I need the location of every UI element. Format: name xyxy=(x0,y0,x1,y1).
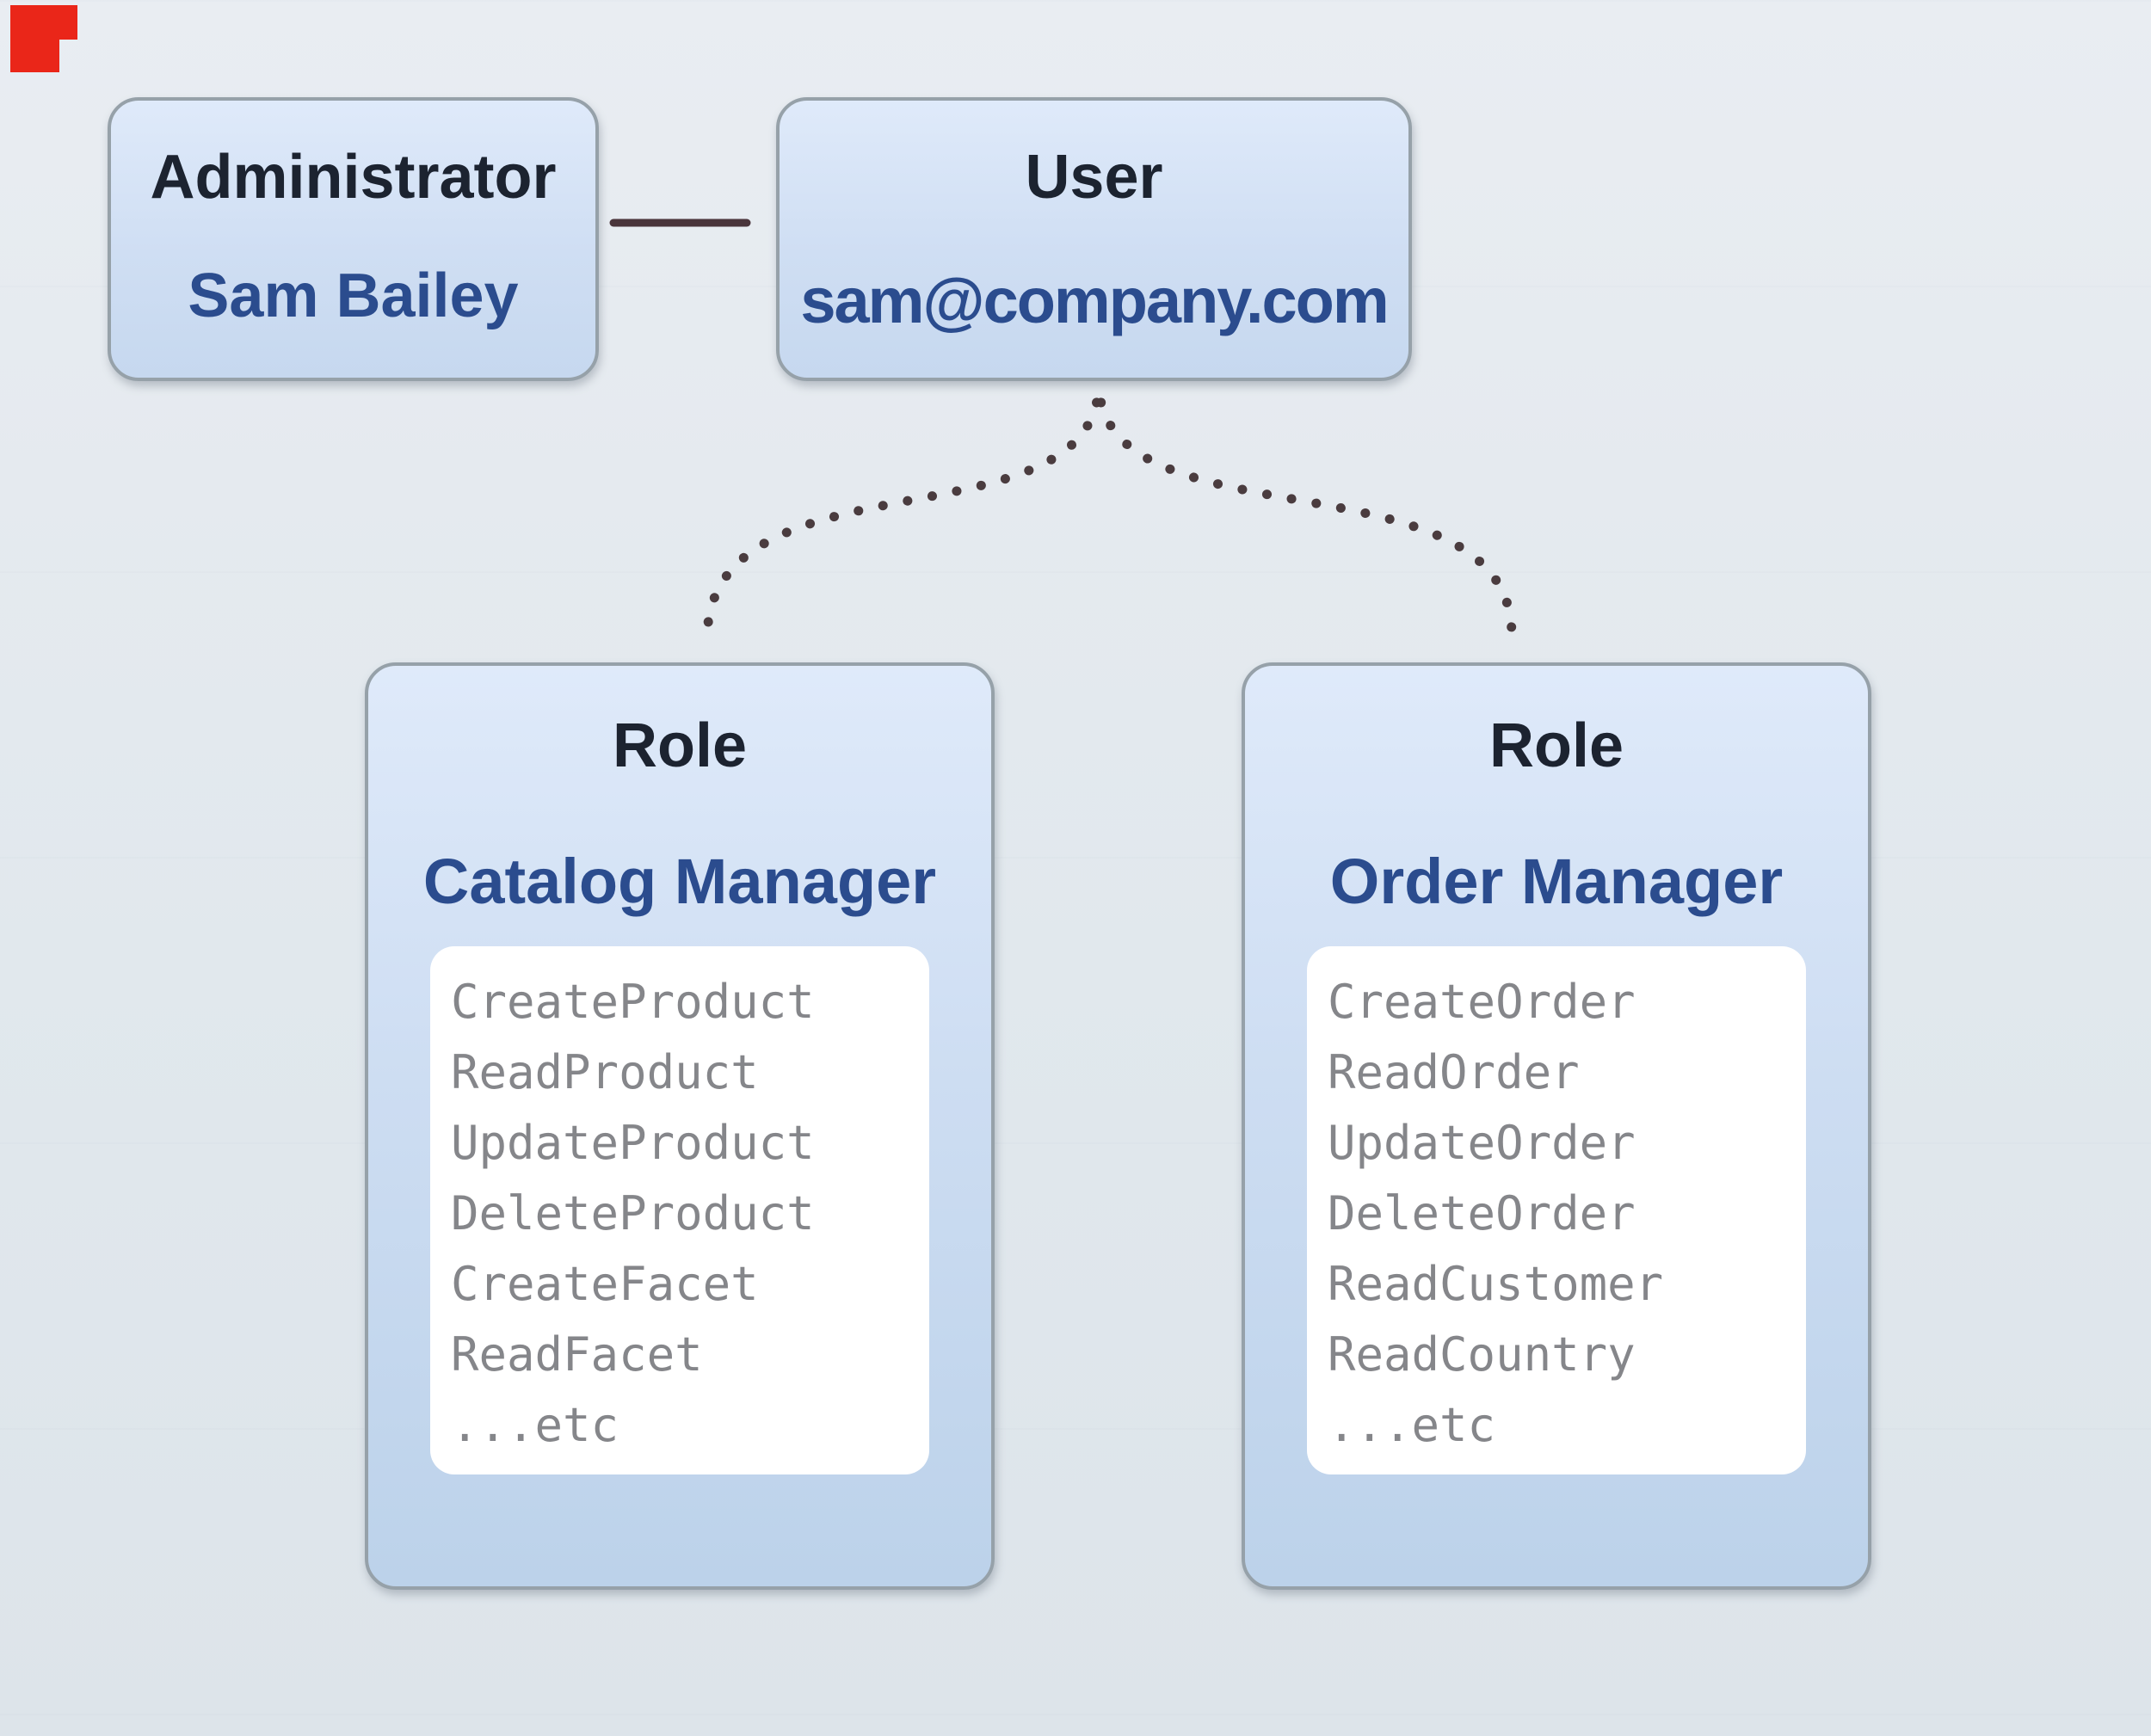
permission-item: ReadOrder xyxy=(1328,1045,1580,1099)
permission-item: CreateProduct xyxy=(451,975,815,1029)
permission-item: ...etc xyxy=(451,1398,619,1452)
role-card-title: Role xyxy=(1488,711,1624,780)
user-to-order-role-dotted-connector xyxy=(1094,377,1517,639)
user-to-catalog-role-dotted-connector xyxy=(702,377,1104,639)
permission-item: ReadCountry xyxy=(1328,1327,1636,1382)
administrator-name: Sam Bailey xyxy=(188,262,519,330)
role-name: Catalog Manager xyxy=(422,846,937,917)
user-email: sam@company.com xyxy=(800,265,1389,336)
role-card-title: Role xyxy=(612,711,748,780)
permission-item: DeleteOrder xyxy=(1328,1186,1636,1240)
permission-item: UpdateOrder xyxy=(1328,1116,1636,1170)
permission-item: CreateFacet xyxy=(451,1257,759,1311)
permission-item: CreateOrder xyxy=(1328,975,1636,1029)
permission-item: ReadProduct xyxy=(451,1045,759,1099)
permission-item: ...etc xyxy=(1328,1398,1496,1452)
user-card: User sam@company.com xyxy=(776,97,1412,381)
user-card-title: User xyxy=(1025,143,1163,212)
role-name: Order Manager xyxy=(1329,846,1784,917)
permission-item: UpdateProduct xyxy=(451,1116,815,1170)
permission-item: ReadFacet xyxy=(451,1327,703,1382)
corner-red-marker xyxy=(10,5,77,40)
permission-item: ReadCustomer xyxy=(1328,1257,1664,1311)
permission-item: DeleteProduct xyxy=(451,1186,815,1240)
corner-red-marker xyxy=(10,40,59,72)
administrator-card: Administrator Sam Bailey xyxy=(108,97,599,381)
administrator-card-title: Administrator xyxy=(150,143,557,212)
